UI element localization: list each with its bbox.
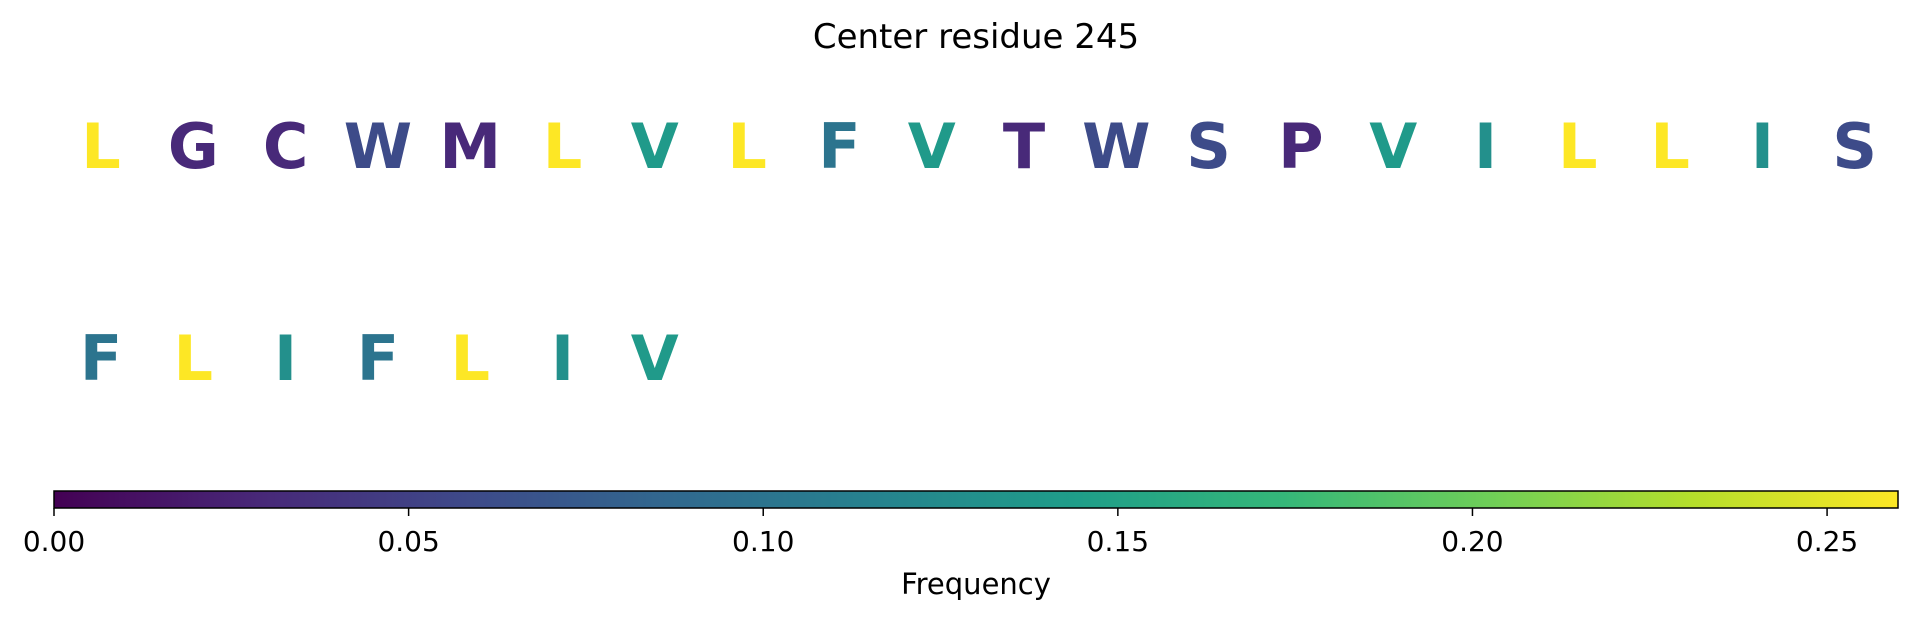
residue-letter: W	[1082, 110, 1150, 183]
residue-letter: F	[80, 322, 122, 395]
colorbar-tick-label: 0.05	[377, 525, 439, 558]
colorbar-axis-label: Frequency	[901, 567, 1051, 601]
residue-letter: V	[631, 322, 679, 395]
residue-letter: G	[168, 110, 219, 183]
residue-letter: V	[908, 110, 956, 183]
residue-letter: I	[274, 322, 297, 395]
colorbar: 0.00 0.05 0.10 0.15 0.20 0.25	[23, 490, 1899, 558]
colorbar-frame	[53, 490, 1899, 509]
colorbar-ticks: 0.00 0.05 0.10 0.15 0.20 0.25	[23, 508, 1858, 558]
colorbar-tick-label: 0.25	[1796, 525, 1858, 558]
residue-letter: F	[357, 322, 399, 395]
residue-letter: L	[81, 110, 121, 183]
residue-letter: S	[1186, 110, 1231, 183]
residue-letter: P	[1278, 110, 1323, 183]
residue-letter: T	[1003, 110, 1045, 183]
residue-letter: I	[1474, 110, 1497, 183]
residue-letter: L	[1558, 110, 1598, 183]
residue-letter: M	[439, 110, 501, 183]
chart-title: Center residue 245	[813, 17, 1139, 57]
residue-letter: L	[1650, 110, 1690, 183]
residue-letter: W	[344, 110, 412, 183]
residue-letter: C	[263, 110, 309, 183]
residue-letter: I	[551, 322, 574, 395]
residue-letter: L	[174, 322, 214, 395]
residue-letter: S	[1832, 110, 1877, 183]
residue-letter: L	[543, 110, 583, 183]
residue-letter: L	[450, 322, 490, 395]
residue-letter: I	[1751, 110, 1774, 183]
residue-letter: L	[727, 110, 767, 183]
residue-letter: F	[818, 110, 860, 183]
residue-letter: V	[631, 110, 679, 183]
colorbar-tick-label: 0.20	[1441, 525, 1503, 558]
colorbar-tick-label: 0.15	[1087, 525, 1149, 558]
colorbar-tick-label: 0.10	[732, 525, 794, 558]
colorbar-tick-label: 0.00	[23, 525, 85, 558]
colorbar-gradient	[54, 491, 1898, 508]
residue-letter: V	[1369, 110, 1417, 183]
